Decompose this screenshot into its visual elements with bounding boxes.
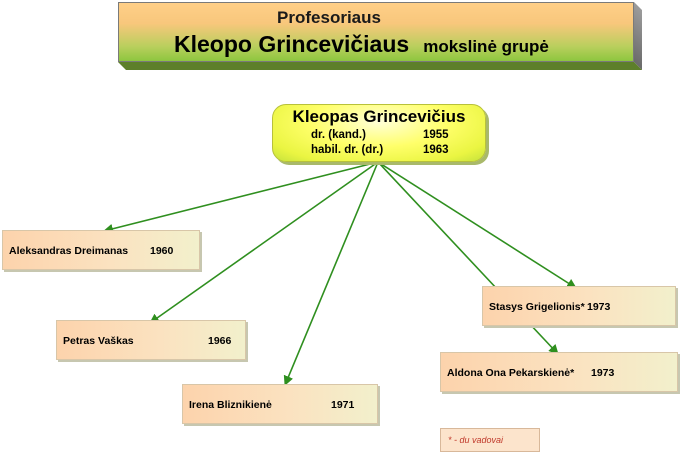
title-line1: Profesoriaus bbox=[277, 8, 381, 27]
member-name: Aleksandras Dreimanas bbox=[9, 245, 129, 257]
member-node-grigelionis: Stasys Grigelionis* 1973 bbox=[482, 286, 676, 326]
root-degree-row: dr. (kand.) 1955 bbox=[311, 129, 449, 141]
root-name: Kleopas Grincevičius bbox=[292, 107, 466, 126]
degree-year: 1955 bbox=[423, 129, 449, 141]
member-name: Petras Vaškas bbox=[63, 335, 134, 347]
footnote-box: * - du vadovai bbox=[440, 428, 540, 452]
member-node-vaskas: Petras Vaškas 1966 bbox=[56, 320, 246, 360]
member-node-bliznikiene: Irena Bliznikienė 1971 bbox=[182, 384, 378, 424]
member-year: 1960 bbox=[150, 245, 174, 257]
member-year: 1973 bbox=[587, 301, 611, 313]
member-year: 1971 bbox=[331, 399, 355, 411]
arrow-to-vaskas bbox=[149, 161, 379, 324]
degree-year: 1963 bbox=[423, 144, 449, 156]
banner-side-face bbox=[634, 2, 642, 70]
degree-label: habil. dr. (dr.) bbox=[311, 144, 384, 156]
member-name: Aldona Ona Pekarskienė* bbox=[447, 367, 575, 379]
banner-front-face: Profesoriaus Kleopo Grincevičiaus mokslin… bbox=[118, 2, 634, 62]
member-name: Irena Bliznikienė bbox=[189, 399, 272, 411]
degree-label: dr. (kand.) bbox=[311, 129, 366, 141]
title-suffix: mokslinė grupė bbox=[423, 37, 549, 56]
footnote-text: * - du vadovai bbox=[448, 435, 504, 445]
arrow-to-dreimanas bbox=[103, 161, 379, 234]
member-name: Stasys Grigelionis* bbox=[489, 301, 585, 313]
member-node-pekarskiene: Aldona Ona Pekarskienė* 1973 bbox=[440, 352, 678, 392]
member-year: 1966 bbox=[208, 335, 232, 347]
title-professor-name: Kleopo Grincevičiaus bbox=[174, 31, 410, 57]
arrow-to-bliznikiene bbox=[283, 161, 379, 386]
title-banner: Profesoriaus Kleopo Grincevičiaus mokslin… bbox=[118, 2, 642, 70]
banner-bottom-face bbox=[118, 62, 642, 70]
root-degree-row: habil. dr. (dr.) 1963 bbox=[311, 144, 449, 156]
member-node-dreimanas: Aleksandras Dreimanas 1960 bbox=[2, 230, 200, 270]
member-year: 1973 bbox=[591, 367, 615, 379]
title-line2: Kleopo Grincevičiaus mokslinė grupė bbox=[174, 31, 549, 58]
arrow-to-grigelionis bbox=[377, 161, 577, 289]
root-node: Kleopas Grincevičius dr. (kand.) 1955 ha… bbox=[272, 104, 486, 162]
